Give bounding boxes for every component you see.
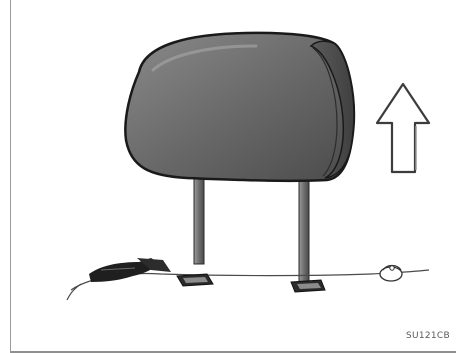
headrest-illustration — [11, 0, 456, 351]
figure-frame: SU121CB — [10, 0, 456, 353]
left-stay — [194, 172, 204, 264]
release-button-icon — [380, 266, 402, 282]
figure-code: SU121CB — [406, 331, 450, 341]
seat-top — [67, 258, 429, 300]
arrow-up-icon — [377, 84, 429, 172]
headrest-cushion — [125, 33, 354, 181]
right-stay — [299, 176, 309, 284]
headrest-stays — [194, 172, 309, 284]
